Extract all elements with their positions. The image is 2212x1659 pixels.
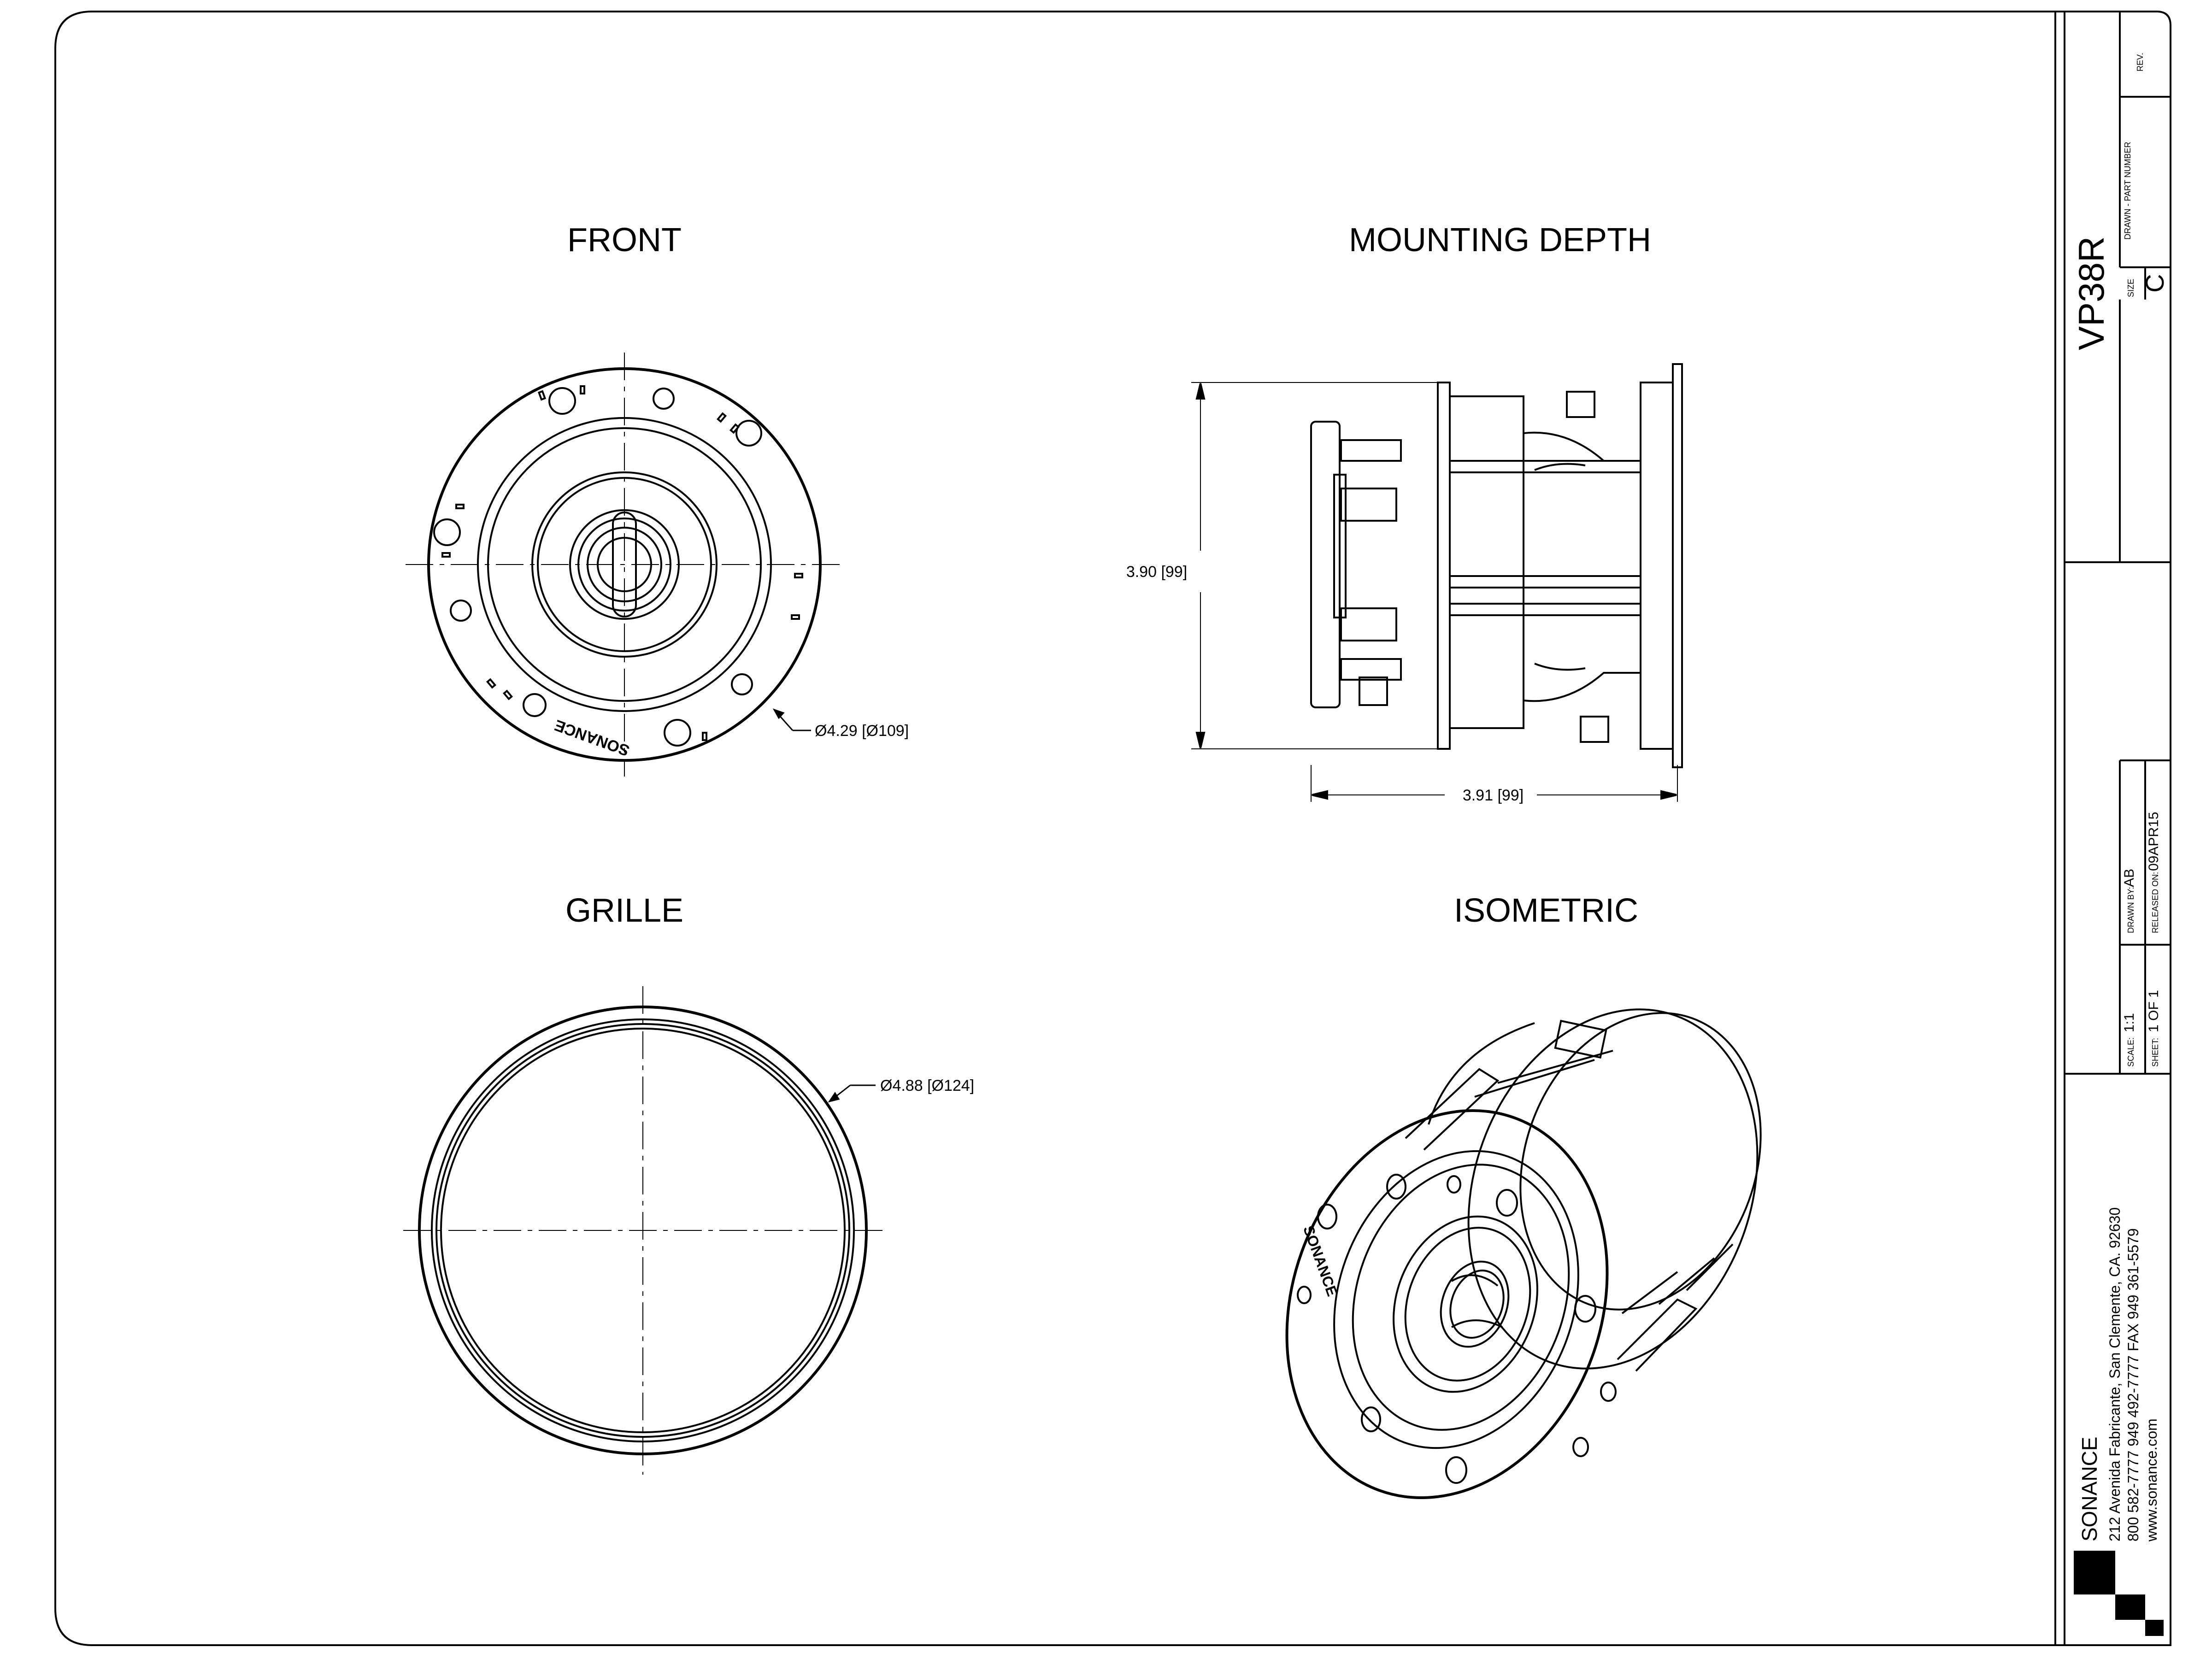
sheet-border <box>54 11 2171 1646</box>
grille-dimension-leader <box>828 1084 876 1103</box>
sonance-logo-block-1 <box>2074 1551 2115 1594</box>
front-brand-mark: SONANCE <box>552 716 632 759</box>
front-view <box>406 353 843 777</box>
height-dimension: 3.90 [99] <box>1126 563 1187 581</box>
sonance-logo-block-3 <box>2145 1620 2164 1636</box>
view-title-mounting-depth: MOUNTING DEPTH <box>1349 222 1651 259</box>
size-label: SIZE <box>2126 279 2136 297</box>
size-value: C <box>2140 274 2169 293</box>
sonance-logo-block-2 <box>2115 1594 2145 1620</box>
company-name: SONANCE <box>2077 1437 2101 1541</box>
depth-dimension: 3.91 [99] <box>1463 787 1524 804</box>
scale-label: SCALE: <box>2126 1037 2136 1067</box>
grille-diameter-dimension: Ø4.88 [Ø124] <box>880 1077 974 1094</box>
part-number: VP38R <box>2071 236 2112 350</box>
sheet-label: SHEET: <box>2151 1038 2160 1067</box>
part-number-label: DRAWN - PART NUMBER <box>2123 142 2132 240</box>
view-title-grille: GRILLE <box>565 892 683 929</box>
released-label: RELEASED ON: <box>2151 872 2160 933</box>
drawn-by-value: AB <box>2122 869 2137 887</box>
rev-label: REV. <box>2136 53 2145 71</box>
grille-view <box>403 986 885 1475</box>
scale-value: 1:1 <box>2122 1013 2137 1032</box>
view-title-front: FRONT <box>567 222 682 259</box>
isometric-view <box>1285 1008 1762 1499</box>
title-block <box>2054 12 2171 1645</box>
front-dimension-leader <box>772 708 811 731</box>
released-value: 09APR15 <box>2146 812 2161 871</box>
sheet-value: 1 OF 1 <box>2146 990 2161 1032</box>
company-address: 212 Avenida Fabricante, San Clemente, CA… <box>2106 1207 2123 1541</box>
drawn-by-label: DRAWN BY: <box>2126 887 2136 933</box>
mounting-depth-view <box>1191 363 1683 802</box>
company-website: www.sonance.com <box>2143 1418 2160 1542</box>
view-title-isometric: ISOMETRIC <box>1454 892 1638 929</box>
front-diameter-dimension: Ø4.29 [Ø109] <box>815 722 909 740</box>
company-phone: 800 582-7777 949 492-7777 FAX 949 361-55… <box>2125 1228 2141 1541</box>
